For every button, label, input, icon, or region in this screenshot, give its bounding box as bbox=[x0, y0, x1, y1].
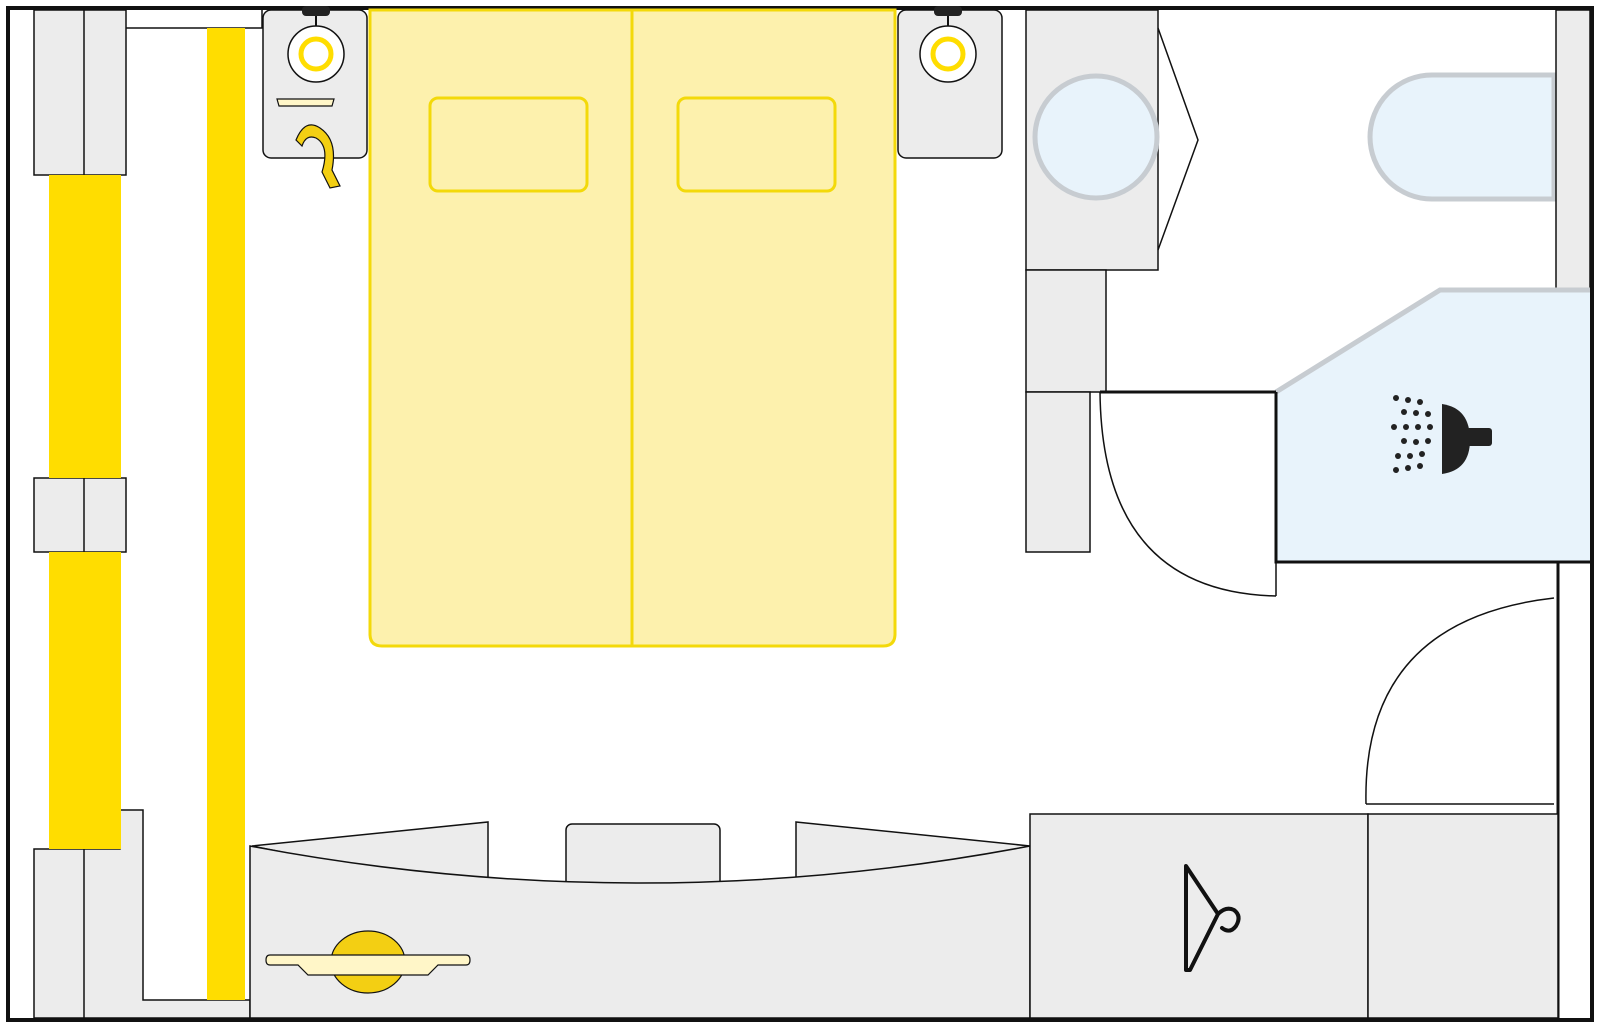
wardrobe bbox=[1029, 813, 1559, 1019]
wardrobe-left bbox=[1029, 813, 1369, 1019]
nightstand-left bbox=[262, 6, 368, 189]
mirror-door bbox=[1157, 27, 1199, 251]
desk-unit bbox=[249, 821, 1031, 1019]
safe-handle-icon bbox=[265, 930, 471, 994]
door-swing-icon bbox=[1365, 597, 1555, 805]
window-glass-upper bbox=[49, 175, 121, 478]
bedside-lamp-icon bbox=[919, 25, 977, 83]
bathroom bbox=[1025, 9, 1591, 597]
window-glass-lower bbox=[49, 552, 121, 849]
washbasin bbox=[1032, 73, 1160, 201]
shower-tray bbox=[1276, 290, 1590, 562]
window-frame-middle bbox=[33, 477, 127, 553]
desk-counter bbox=[249, 845, 1031, 1019]
double-bed bbox=[368, 8, 897, 648]
toilet-cistern bbox=[1555, 9, 1591, 291]
toilet bbox=[1367, 72, 1557, 202]
wardrobe-right bbox=[1367, 813, 1559, 1019]
balcony-door-glass bbox=[207, 28, 245, 1000]
clothes-hanger-icon bbox=[1184, 864, 1241, 972]
pillow-right bbox=[676, 96, 837, 193]
telephone-icon bbox=[276, 98, 341, 189]
bedside-lamp-icon bbox=[287, 25, 345, 83]
shower-icon bbox=[1391, 395, 1492, 474]
window-frame-top bbox=[33, 9, 127, 176]
door-swing-icon bbox=[1099, 390, 1277, 597]
balcony-zone bbox=[33, 9, 263, 1019]
pillow-left bbox=[428, 96, 589, 193]
nightstand-right bbox=[897, 6, 1003, 159]
